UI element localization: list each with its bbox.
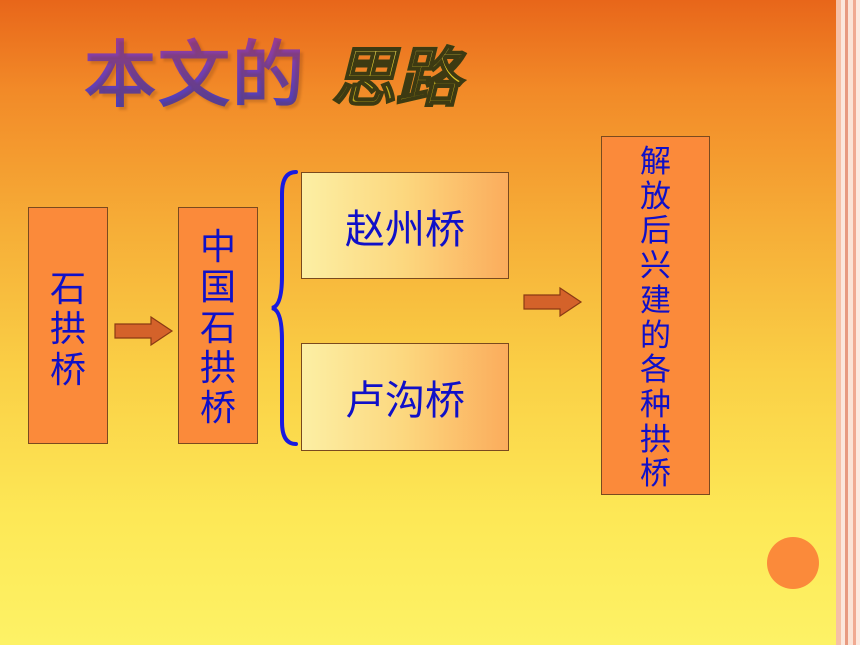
decorative-side-stripes (820, 0, 860, 645)
arrow-right-icon (114, 315, 174, 347)
vertical-char: 石 (199, 307, 236, 349)
vertical-char: 拱 (640, 421, 671, 458)
box-post-liberation-arch-bridges: 解放后兴建的各种拱桥 (601, 136, 710, 495)
box-zhaozhou-label: 赵州桥 (345, 206, 465, 253)
vertical-char: 后 (640, 213, 671, 250)
vertical-char: 国 (199, 267, 236, 309)
vertical-char: 中 (199, 227, 236, 268)
vertical-char: 解 (640, 144, 671, 180)
vertical-char: 桥 (49, 349, 86, 391)
box-stone-arch-bridge: 石拱桥 (28, 207, 108, 444)
box-stone-arch-label: 石拱桥 (29, 269, 107, 391)
box-post-liberation-label: 解放后兴建的各种拱桥 (602, 145, 709, 492)
slide-title: 本文的 思路 (84, 16, 461, 121)
decorative-orange-dot (767, 537, 819, 589)
arrow-right-icon (523, 286, 583, 318)
box-zhaozhou-bridge: 赵州桥 (301, 172, 509, 279)
brace-icon (271, 170, 298, 446)
box-chinese-stone-arch-label: 中国石拱桥 (179, 227, 257, 430)
vertical-char: 兴 (640, 248, 671, 285)
vertical-char: 建 (640, 282, 671, 319)
vertical-char: 拱 (199, 347, 236, 389)
vertical-char: 的 (640, 317, 671, 354)
vertical-char: 桥 (640, 456, 671, 493)
vertical-char: 石 (49, 269, 86, 310)
title-main-text: 本文的 (84, 16, 306, 121)
vertical-char: 拱 (49, 309, 86, 351)
title-accent-text: 思路 (331, 27, 461, 119)
vertical-char: 各 (640, 352, 671, 389)
box-lugou-label: 卢沟桥 (345, 378, 465, 424)
vertical-char: 桥 (199, 388, 236, 430)
vertical-char: 种 (640, 387, 671, 424)
box-lugou-bridge: 卢沟桥 (301, 343, 509, 451)
vertical-char: 放 (640, 178, 671, 215)
box-chinese-stone-arch-bridge: 中国石拱桥 (178, 207, 258, 444)
